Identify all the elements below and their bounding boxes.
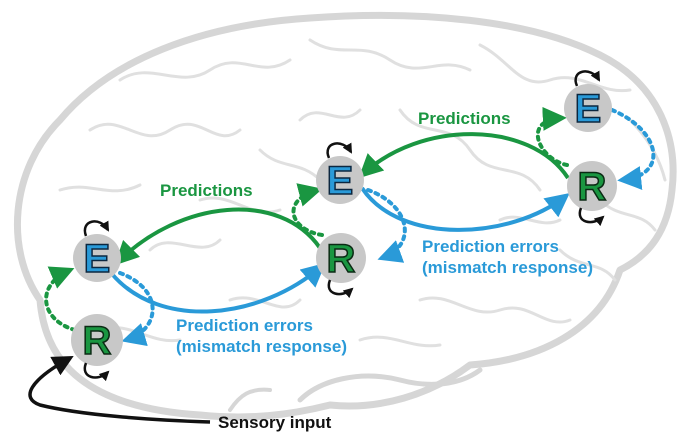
self-loop-icon	[574, 70, 601, 87]
node-l3-error: E	[564, 70, 612, 132]
node-letter: E	[327, 159, 354, 203]
mismatch-response-label-low: (mismatch response)	[176, 337, 347, 356]
node-l3-representation: R	[567, 161, 617, 227]
node-l2-representation: R	[316, 233, 366, 299]
node-letter: R	[578, 165, 607, 209]
prediction-arrow-l2-to-l1	[114, 207, 322, 266]
error-arrow-l1-to-l2	[110, 262, 326, 314]
error-dotted-l2	[366, 188, 407, 263]
node-letter: E	[575, 87, 602, 131]
error-arrow-l2-to-l3	[360, 186, 570, 232]
self-loop-icon	[83, 362, 110, 382]
error-dotted-l3	[610, 108, 656, 190]
sensory-input-arrow	[28, 355, 211, 424]
self-loop-icon	[83, 220, 110, 237]
node-letter: R	[83, 319, 112, 363]
sensory-input-label: Sensory input	[218, 413, 332, 432]
node-letter: R	[327, 237, 356, 281]
prediction-dotted-l2	[291, 183, 324, 237]
node-l1-representation: R	[71, 314, 123, 382]
self-loop-icon	[326, 142, 353, 159]
predictions-label-left: Predictions	[160, 181, 253, 200]
node-letter: E	[84, 237, 111, 281]
node-l1-error: E	[73, 220, 121, 282]
prediction-dotted-l1	[44, 266, 77, 332]
brain-outline	[14, 11, 677, 421]
mismatch-response-label-mid: (mismatch response)	[422, 258, 593, 277]
predictions-label-top: Predictions	[418, 109, 511, 128]
node-l2-error: E	[316, 142, 364, 204]
prediction-dotted-l3	[535, 106, 569, 167]
prediction-errors-label-low: Prediction errors	[176, 316, 313, 335]
self-loop-icon	[578, 207, 605, 227]
error-dotted-l1	[118, 271, 155, 347]
prediction-errors-label-mid: Prediction errors	[422, 237, 559, 256]
self-loop-icon	[327, 279, 354, 299]
